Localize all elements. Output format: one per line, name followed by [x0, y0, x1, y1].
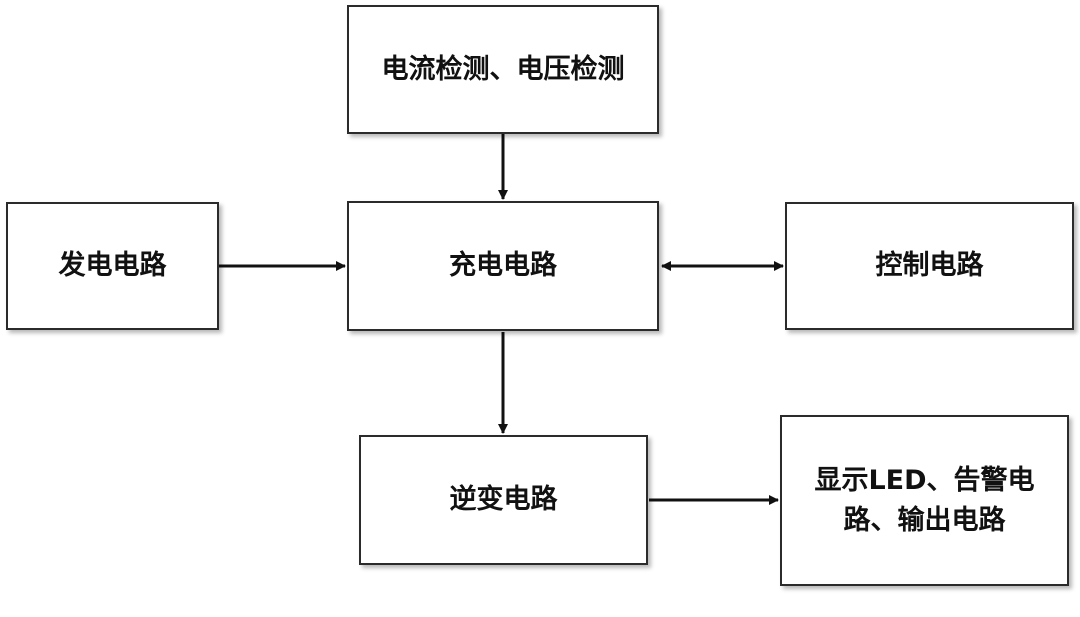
charging-label: 充电电路 [449, 250, 557, 282]
detection-label: 电流检测、电压检测 [381, 53, 625, 85]
output-label-line1: 显示LED、告警电 [814, 465, 1035, 497]
control-block: 控制电路 [785, 202, 1074, 330]
output-block: 显示LED、告警电 路、输出电路 [780, 415, 1069, 586]
generator-block: 发电电路 [6, 202, 219, 330]
inverter-block: 逆变电路 [359, 435, 648, 565]
detection-block: 电流检测、电压检测 [347, 5, 659, 134]
output-label-line2: 路、输出电路 [843, 504, 1006, 536]
generator-label: 发电电路 [58, 250, 167, 282]
inverter-label: 逆变电路 [449, 484, 558, 516]
charging-block: 充电电路 [347, 201, 659, 331]
output-label: 显示LED、告警电 路、输出电路 [814, 461, 1034, 539]
control-label: 控制电路 [875, 250, 984, 282]
